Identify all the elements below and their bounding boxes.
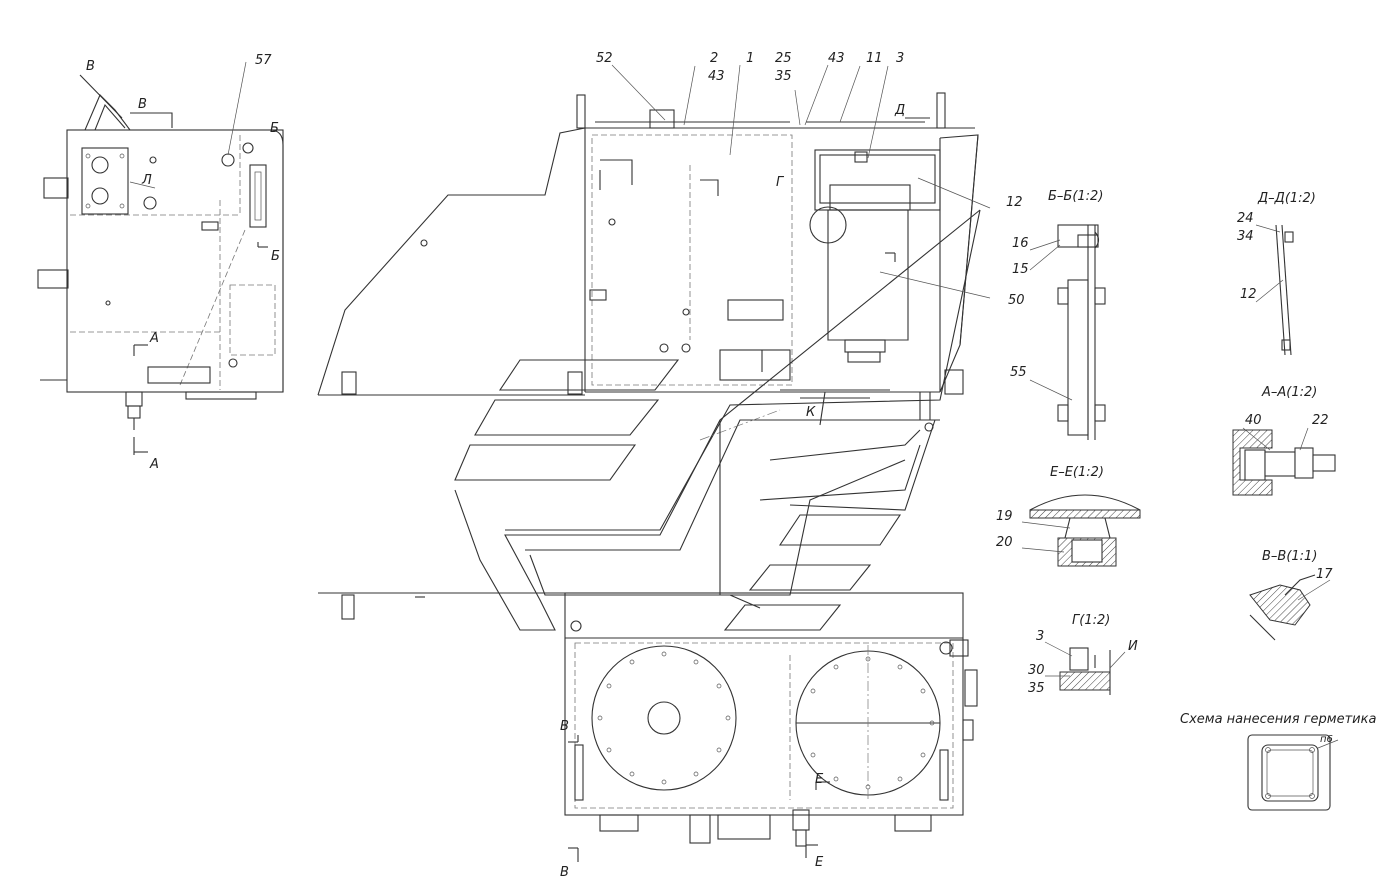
title-ee: Е–Е(1:2) bbox=[1050, 465, 1104, 480]
label-24: 24 bbox=[1237, 211, 1254, 226]
bottom-front-view bbox=[318, 592, 978, 862]
title-bb: Б–Б(1:2) bbox=[1048, 189, 1103, 204]
label-34: 34 bbox=[1237, 229, 1254, 244]
section-g bbox=[1044, 641, 1126, 695]
letter-d: Д bbox=[894, 103, 905, 118]
label-12a: 12 bbox=[1006, 195, 1023, 210]
label-30: 30 bbox=[1028, 663, 1045, 678]
label-57: 57 bbox=[255, 53, 272, 68]
label-3b: 3 bbox=[1036, 629, 1044, 644]
label-43b: 43 bbox=[828, 51, 845, 66]
label-3a: 3 bbox=[896, 51, 904, 66]
label-17: 17 bbox=[1316, 567, 1333, 582]
section-titles: Б–Б(1:2) Д–Д(1:2) А–А(1:2) Е–Е(1:2) В–В(… bbox=[1048, 189, 1376, 727]
letter-g: Г bbox=[776, 175, 785, 190]
label-43a: 43 bbox=[708, 69, 725, 84]
label-19: 19 bbox=[996, 509, 1013, 524]
title-vv: В–В(1:1) bbox=[1262, 549, 1317, 564]
label-p6: п6 bbox=[1320, 734, 1333, 745]
title-g: Г(1:2) bbox=[1072, 613, 1110, 628]
letter-a2: А bbox=[149, 457, 159, 472]
title-aa: А–А(1:2) bbox=[1261, 385, 1317, 400]
label-20: 20 bbox=[996, 535, 1013, 550]
leader-lines bbox=[611, 64, 991, 299]
title-dd: Д–Д(1:2) bbox=[1257, 191, 1316, 206]
section-vv bbox=[1249, 574, 1331, 641]
letter-v2: В bbox=[138, 97, 147, 112]
bolt-circle-right bbox=[810, 656, 935, 790]
title-sealant: Схема нанесения герметика bbox=[1180, 712, 1376, 727]
label-50: 50 bbox=[1008, 293, 1025, 308]
letter-v1: В bbox=[86, 59, 95, 74]
letter-i: И bbox=[1128, 639, 1138, 654]
bolt-circle-left bbox=[597, 651, 731, 785]
label-52: 52 bbox=[596, 51, 613, 66]
left-side-view bbox=[37, 61, 284, 455]
central-top-view bbox=[317, 92, 979, 432]
label-35a: 35 bbox=[775, 69, 792, 84]
ladder-section bbox=[454, 209, 981, 631]
label-16: 16 bbox=[1012, 236, 1029, 251]
label-15: 15 bbox=[1012, 262, 1029, 277]
letter-e2: Е bbox=[815, 855, 824, 870]
letter-b2: Б bbox=[271, 249, 280, 264]
letter-k: К bbox=[806, 405, 816, 420]
letter-v3: В bbox=[560, 719, 569, 734]
label-55: 55 bbox=[1010, 365, 1027, 380]
label-12b: 12 bbox=[1240, 287, 1257, 302]
label-25: 25 bbox=[775, 51, 792, 66]
sealant-scheme bbox=[1247, 734, 1339, 811]
section-dd bbox=[1255, 224, 1294, 356]
letter-l: Л bbox=[141, 173, 152, 188]
letter-b1: Б bbox=[270, 121, 279, 136]
label-40: 40 bbox=[1245, 413, 1262, 428]
letter-a1: А bbox=[149, 331, 159, 346]
label-2: 2 bbox=[710, 51, 718, 66]
letter-v4: В bbox=[560, 865, 569, 880]
label-22: 22 bbox=[1312, 413, 1329, 428]
section-bb bbox=[1029, 224, 1106, 440]
label-35b: 35 bbox=[1028, 681, 1045, 696]
section-ee bbox=[1021, 494, 1141, 567]
label-1: 1 bbox=[746, 51, 754, 66]
part-number-labels: 57 52 2 43 1 25 35 43 11 3 12 50 55 16 1… bbox=[255, 51, 1333, 745]
letter-e1: Е bbox=[815, 772, 824, 787]
view-letters: В В Б Б Л А А Д Г К В В Е Е И bbox=[86, 59, 1138, 880]
label-11: 11 bbox=[866, 51, 883, 66]
section-aa bbox=[1232, 427, 1336, 496]
